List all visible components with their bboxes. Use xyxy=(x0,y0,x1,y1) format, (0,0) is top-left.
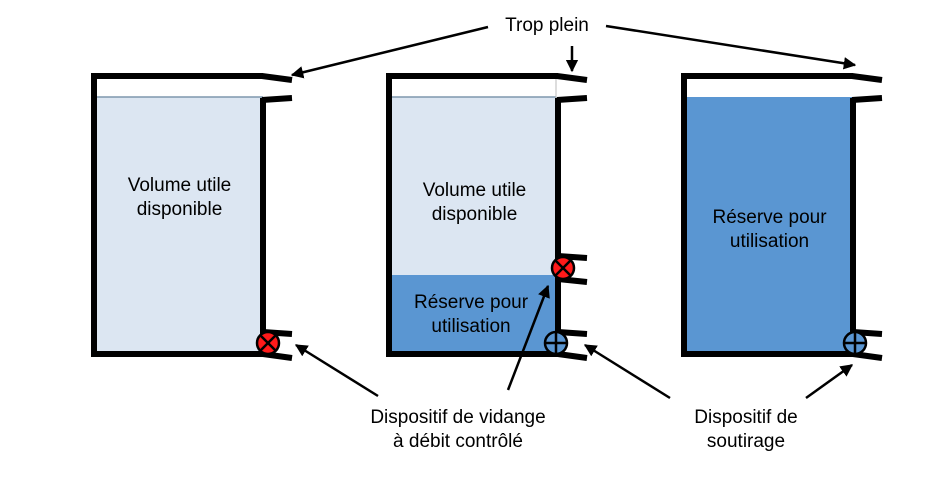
valve-open-icon xyxy=(842,330,868,356)
tank-3-water-lower xyxy=(686,97,853,354)
tank-3-lower-label: Réserve pour utilisation xyxy=(686,206,853,254)
tank-2-upper-label-line2: disponible xyxy=(431,204,518,225)
tank-1-wall xyxy=(91,73,263,357)
tank-1 xyxy=(91,73,293,361)
overflow-arrow-tank-3 xyxy=(605,24,857,70)
valve-closed-icon xyxy=(550,255,576,281)
tank-3-lower-label-line1: Réserve pour xyxy=(712,207,827,228)
draw-arrow-tank-2 xyxy=(583,343,671,400)
draw-device-arrows xyxy=(583,343,854,400)
tank-2-wall xyxy=(386,73,558,357)
drain-arrow-tank-1 xyxy=(294,343,379,398)
draw-device-label-line2: soutirage xyxy=(706,431,786,452)
tank-1-upper-label: Volume utile disponible xyxy=(96,174,263,222)
drain-device-arrows xyxy=(294,284,550,398)
tank-1-upper-label-line1: Volume utile xyxy=(127,175,232,196)
tank-2-upper-label: Volume utile disponible xyxy=(391,179,558,227)
tank-3-overflow-bottom xyxy=(851,95,883,103)
tank-2-upper-label-line1: Volume utile xyxy=(422,180,527,201)
overflow-arrow-tank-1 xyxy=(290,25,489,79)
drain-device-label-line2: à débit contrôlé xyxy=(393,431,523,452)
tank-2-bottom-outlet-bottom xyxy=(557,351,588,361)
tank-1-water-upper xyxy=(96,97,263,352)
tank-3-lower-label-line2: utilisation xyxy=(729,231,810,252)
tank-2-lower-label: Réserve pour utilisation xyxy=(391,291,551,339)
drain-device-label-line1: Dispositif de vidange xyxy=(370,407,546,428)
tank-2-overflow-bottom xyxy=(556,95,588,103)
valve-open-icon xyxy=(543,330,569,356)
tank-1-overflow-bottom xyxy=(261,95,293,103)
tank-2-bottom-outlet-top xyxy=(557,329,588,337)
tank-1-overflow-top xyxy=(261,73,293,83)
drain-device-label: Dispositif de vidange à débit contrôlé xyxy=(338,406,578,454)
tank-2-lower-label-line1: Réserve pour xyxy=(413,292,529,313)
tank-2 xyxy=(386,73,588,361)
tank-2-water-lower xyxy=(391,275,558,354)
tank-3-wall xyxy=(681,73,853,357)
tank-2-lower-label-line2: utilisation xyxy=(431,316,511,337)
draw-arrow-tank-3 xyxy=(805,363,854,400)
draw-device-label: Dispositif de soutirage xyxy=(666,406,826,454)
tank-2-water-upper xyxy=(391,97,558,275)
tank-1-upper-label-line2: disponible xyxy=(136,199,223,220)
draw-device-label-line1: Dispositif de xyxy=(694,407,798,428)
overflow-arrows xyxy=(290,24,857,79)
overflow-label: Trop plein xyxy=(505,15,589,36)
valve-closed-icon xyxy=(255,330,281,356)
tank-2-overflow-top xyxy=(556,73,588,83)
tank-3 xyxy=(681,73,883,361)
tank-3-overflow-top xyxy=(851,73,883,83)
drain-arrow-tank-2 xyxy=(506,284,550,391)
